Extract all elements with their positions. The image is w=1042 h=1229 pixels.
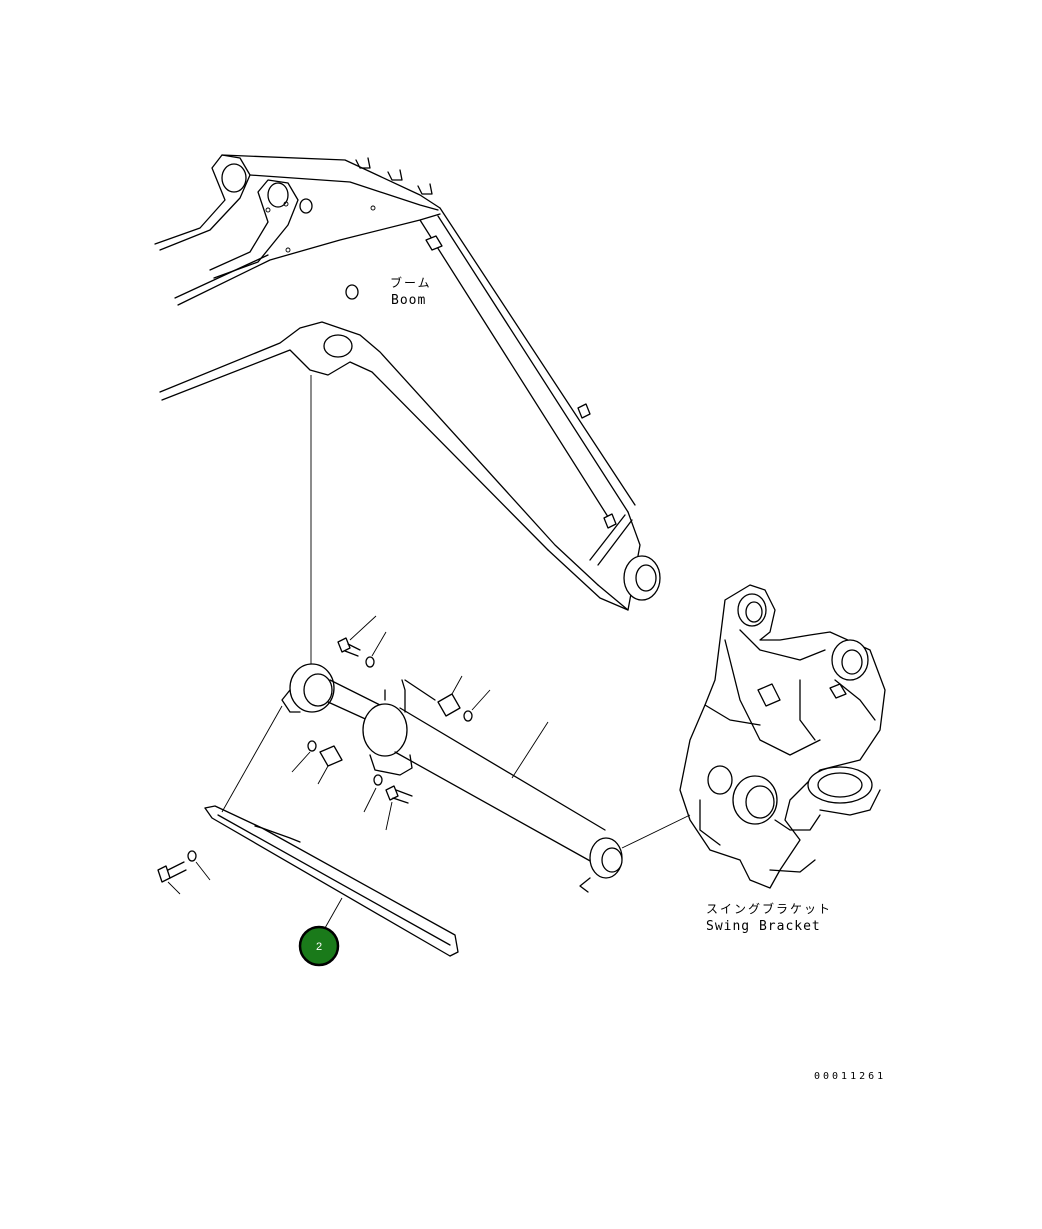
boom-label-jp: ブーム bbox=[390, 275, 432, 290]
hardware-parts bbox=[157, 615, 491, 895]
drawing-code: 00011261 bbox=[814, 1071, 886, 1082]
callout-circle[interactable] bbox=[298, 925, 340, 967]
swing-bracket-drawing bbox=[679, 584, 886, 889]
swing-bracket-label-en: Swing Bracket bbox=[706, 919, 821, 934]
callout-2[interactable]: 2 bbox=[298, 925, 340, 967]
callout-number: 2 bbox=[316, 941, 322, 953]
cover-plate bbox=[204, 705, 459, 957]
boom-drawing bbox=[154, 154, 661, 611]
cylinder-drawing bbox=[281, 375, 691, 893]
swing-bracket-label-jp: スイングブラケット bbox=[706, 901, 832, 916]
boom-label-en: Boom bbox=[391, 293, 426, 308]
